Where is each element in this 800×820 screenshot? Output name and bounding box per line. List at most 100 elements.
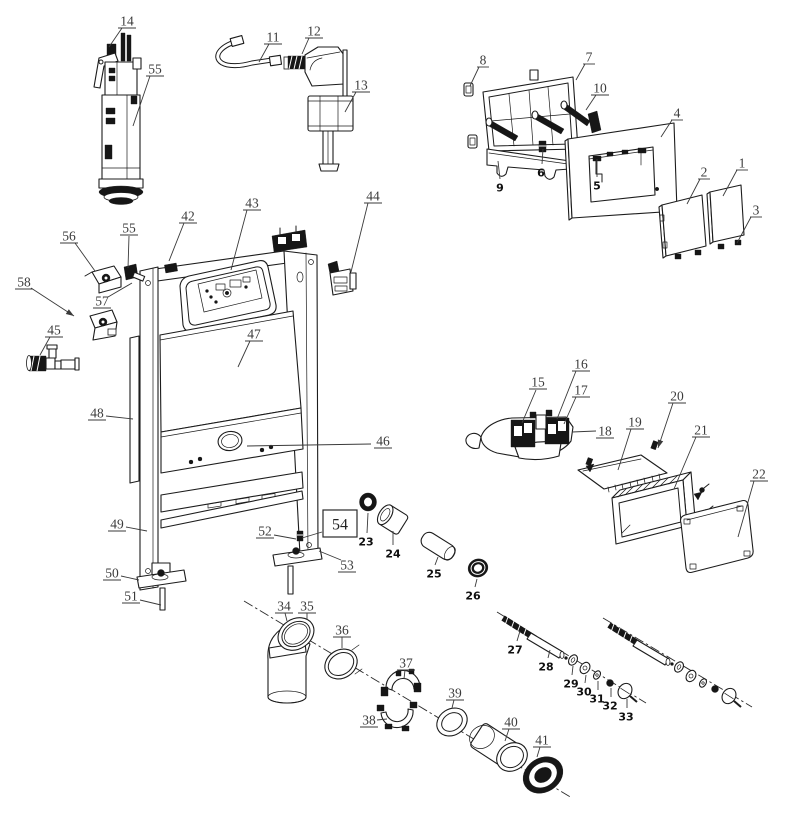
part-label-55: 55	[120, 221, 138, 269]
part-label-27: 27	[507, 630, 523, 657]
faceplate-frame	[564, 122, 678, 221]
svg-text:45: 45	[47, 323, 61, 338]
svg-text:13: 13	[354, 78, 368, 93]
part-label-41: 41	[533, 733, 551, 758]
part-label-30: 30	[576, 674, 592, 699]
part-label-21: 21	[673, 423, 710, 490]
cover-plates	[658, 184, 745, 260]
mounting-plate	[577, 440, 668, 493]
part-label-17: 17	[563, 383, 590, 425]
part-label-32: 32	[602, 688, 618, 713]
svg-text:28: 28	[538, 661, 553, 674]
part-label-13: 13	[344, 78, 370, 113]
svg-text:15: 15	[531, 375, 545, 390]
part-label-38: 38	[360, 713, 388, 728]
svg-text:31: 31	[589, 693, 604, 706]
part-label-22: 22	[737, 467, 768, 538]
part-label-28: 28	[538, 649, 554, 674]
svg-text:24: 24	[385, 548, 401, 561]
drain-elbow-set	[267, 617, 564, 794]
svg-text:30: 30	[576, 686, 592, 699]
part-label-19: 19	[617, 415, 644, 471]
part-label-58: 58	[15, 275, 75, 317]
part-label-42: 42	[168, 209, 197, 262]
seals-and-sleeves	[359, 492, 489, 578]
part-label-26: 26	[465, 578, 481, 603]
svg-text:47: 47	[247, 327, 261, 342]
svg-text:21: 21	[694, 423, 708, 438]
part-label-7: 7	[575, 50, 595, 81]
part-label-18: 18	[571, 424, 614, 439]
svg-text:41: 41	[535, 733, 549, 748]
part-label-20: 20	[657, 389, 686, 449]
part-label-50: 50	[103, 566, 140, 581]
part-label-47: 47	[237, 327, 263, 368]
part-label-3: 3	[736, 203, 762, 244]
part-label-56: 56	[60, 229, 96, 272]
part-label-29: 29	[563, 665, 579, 691]
svg-text:11: 11	[267, 30, 280, 45]
part-label-23: 23	[358, 512, 374, 549]
svg-text:17: 17	[574, 383, 588, 398]
flush-bend-bracket	[465, 409, 574, 461]
part-label-37: 37	[397, 656, 415, 680]
svg-text:50: 50	[105, 566, 119, 581]
part-label-24: 24	[385, 531, 401, 561]
svg-text:9: 9	[496, 182, 504, 195]
part-label-31: 31	[589, 681, 605, 706]
part-label-53: 53	[318, 550, 356, 573]
svg-text:22: 22	[752, 467, 766, 482]
protection-box	[611, 471, 714, 545]
svg-text:56: 56	[62, 229, 76, 244]
svg-text:55: 55	[122, 221, 136, 236]
svg-text:42: 42	[181, 209, 195, 224]
svg-text:58: 58	[17, 275, 31, 290]
part-label-48: 48	[88, 406, 134, 421]
part-label-51: 51	[122, 589, 162, 606]
svg-text:36: 36	[335, 623, 349, 638]
svg-text:2: 2	[701, 165, 708, 180]
part-label-35: 35	[298, 599, 316, 620]
part-label-9: 9	[496, 160, 504, 195]
svg-text:46: 46	[376, 434, 390, 449]
svg-text:7: 7	[586, 50, 593, 65]
svg-text:25: 25	[426, 568, 441, 581]
part-label-54: 54	[301, 509, 358, 539]
svg-text:16: 16	[574, 357, 588, 372]
part-label-34: 34	[275, 599, 293, 622]
angle-valve	[26, 344, 80, 372]
svg-text:18: 18	[598, 424, 612, 439]
part-label-46: 46	[246, 434, 392, 449]
anchor-bolt-sets	[501, 615, 742, 708]
part-label-52: 52	[256, 524, 297, 540]
part-label-5: 5	[593, 159, 601, 193]
part-label-25: 25	[426, 556, 442, 581]
svg-text:44: 44	[366, 189, 380, 204]
part-label-1: 1	[722, 156, 748, 197]
svg-text:29: 29	[563, 678, 578, 691]
svg-text:57: 57	[95, 294, 109, 309]
part-label-15: 15	[521, 375, 547, 424]
box-cover	[679, 499, 754, 574]
part-label-55: 55	[132, 62, 164, 127]
part-label-8: 8	[469, 53, 489, 87]
svg-text:32: 32	[602, 700, 617, 713]
svg-text:20: 20	[670, 389, 684, 404]
svg-text:5: 5	[593, 180, 601, 193]
part-label-49: 49	[108, 517, 148, 532]
part-label-44: 44	[350, 189, 382, 273]
svg-text:52: 52	[258, 524, 272, 539]
inspection-frame	[463, 69, 602, 180]
svg-text:51: 51	[124, 589, 138, 604]
svg-text:34: 34	[277, 599, 291, 614]
part-label-57: 57	[93, 282, 133, 309]
svg-text:12: 12	[307, 24, 321, 39]
svg-text:4: 4	[674, 106, 681, 121]
svg-text:19: 19	[628, 415, 642, 430]
part-label-33: 33	[618, 699, 634, 724]
svg-text:43: 43	[245, 196, 259, 211]
svg-text:53: 53	[340, 558, 354, 573]
mounting-frame	[129, 225, 323, 611]
